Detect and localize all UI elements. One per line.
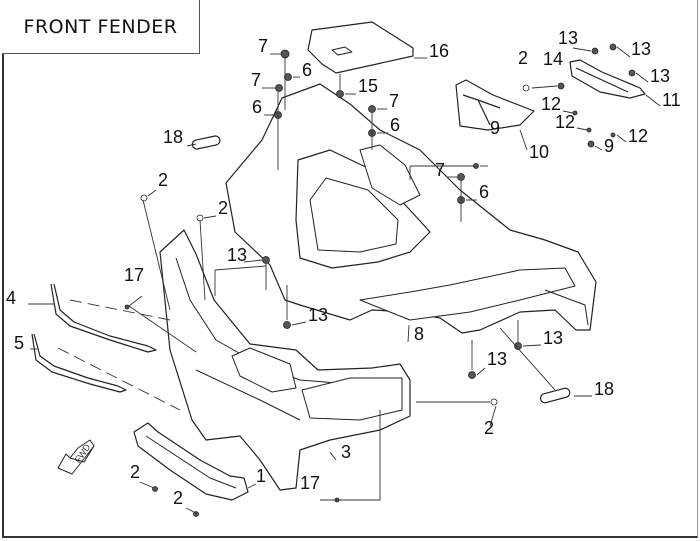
callout-1: 1 <box>256 466 267 486</box>
dashed-leader-lines <box>57 299 181 411</box>
part-3-front-panel <box>159 229 411 491</box>
callout-12: 12 <box>555 112 576 132</box>
part-10-headlight-cover <box>455 79 535 131</box>
fastener-7 <box>275 84 283 92</box>
part-11-bracket <box>569 59 646 99</box>
fastener-12 <box>610 132 616 138</box>
fastener-13 <box>628 69 636 77</box>
part-16-storage-lid <box>307 21 414 74</box>
fastener-17 <box>124 304 130 310</box>
callout-13: 13 <box>650 66 671 86</box>
callout-13: 13 <box>631 39 652 59</box>
fastener-13 <box>609 43 617 51</box>
callout-12: 12 <box>541 94 562 114</box>
callout-2: 2 <box>218 198 229 218</box>
callout-13: 13 <box>543 328 564 348</box>
callout-10: 10 <box>529 142 550 162</box>
fastener-7 <box>457 173 465 181</box>
fastener-15 <box>336 90 344 98</box>
fwd-arrow-icon <box>57 439 95 475</box>
callout-13: 13 <box>487 349 508 369</box>
callout-2: 2 <box>130 462 141 482</box>
diagram-title: FRONT FENDER <box>23 15 178 38</box>
fastener-13 <box>514 342 522 350</box>
callout-6: 6 <box>479 182 490 202</box>
callout-13: 13 <box>308 305 329 325</box>
callout-17: 17 <box>124 265 145 285</box>
fastener-12 <box>586 127 592 133</box>
part-18-reflector-left <box>191 135 221 150</box>
fastener-13 <box>591 47 599 55</box>
callout-7: 7 <box>258 36 269 56</box>
callout-12: 12 <box>628 126 649 146</box>
callout-2: 2 <box>484 418 495 438</box>
fastener-7 <box>368 105 376 113</box>
callout-17: 17 <box>300 473 321 493</box>
fastener-2 <box>140 194 148 202</box>
fastener-13 <box>283 321 291 329</box>
callout-7: 7 <box>435 160 446 180</box>
callout-14: 14 <box>543 49 564 69</box>
callout-18: 18 <box>594 379 615 399</box>
callout-2: 2 <box>518 48 529 68</box>
callout-4: 4 <box>6 288 17 308</box>
callout-9: 9 <box>604 136 615 156</box>
fastener-9 <box>587 140 595 148</box>
callout-9: 9 <box>490 118 501 138</box>
title-box: FRONT FENDER <box>2 0 200 54</box>
fastener-6 <box>284 73 292 81</box>
callout-18: 18 <box>163 127 184 147</box>
part-18-reflector-right <box>539 387 571 404</box>
callout-3: 3 <box>341 442 352 462</box>
callout-5: 5 <box>14 333 25 353</box>
part-1-lower-guard <box>133 422 249 501</box>
fastener-2 <box>490 398 498 406</box>
leader-lines <box>28 46 661 514</box>
callout-2: 2 <box>158 170 169 190</box>
fastener-2 <box>522 84 530 92</box>
callout-8: 8 <box>414 324 425 344</box>
callout-7: 7 <box>251 70 262 90</box>
callout-13: 13 <box>558 28 579 48</box>
fastener-7 <box>280 49 290 59</box>
callout-7: 7 <box>389 91 400 111</box>
callout-16: 16 <box>429 41 450 61</box>
callout-13: 13 <box>227 245 248 265</box>
part-4-trim-strip <box>50 283 157 353</box>
fastener-13 <box>468 371 476 379</box>
part-5-trim-strip <box>31 333 127 393</box>
callout-6: 6 <box>390 115 401 135</box>
fastener-13 <box>262 256 270 264</box>
callout-15: 15 <box>358 76 379 96</box>
fastener-14 <box>557 82 565 90</box>
callout-11: 11 <box>662 90 681 110</box>
callout-6: 6 <box>252 97 263 117</box>
part-8-main-fender <box>225 83 597 334</box>
callout-6: 6 <box>302 60 313 80</box>
callout-2: 2 <box>173 488 184 508</box>
